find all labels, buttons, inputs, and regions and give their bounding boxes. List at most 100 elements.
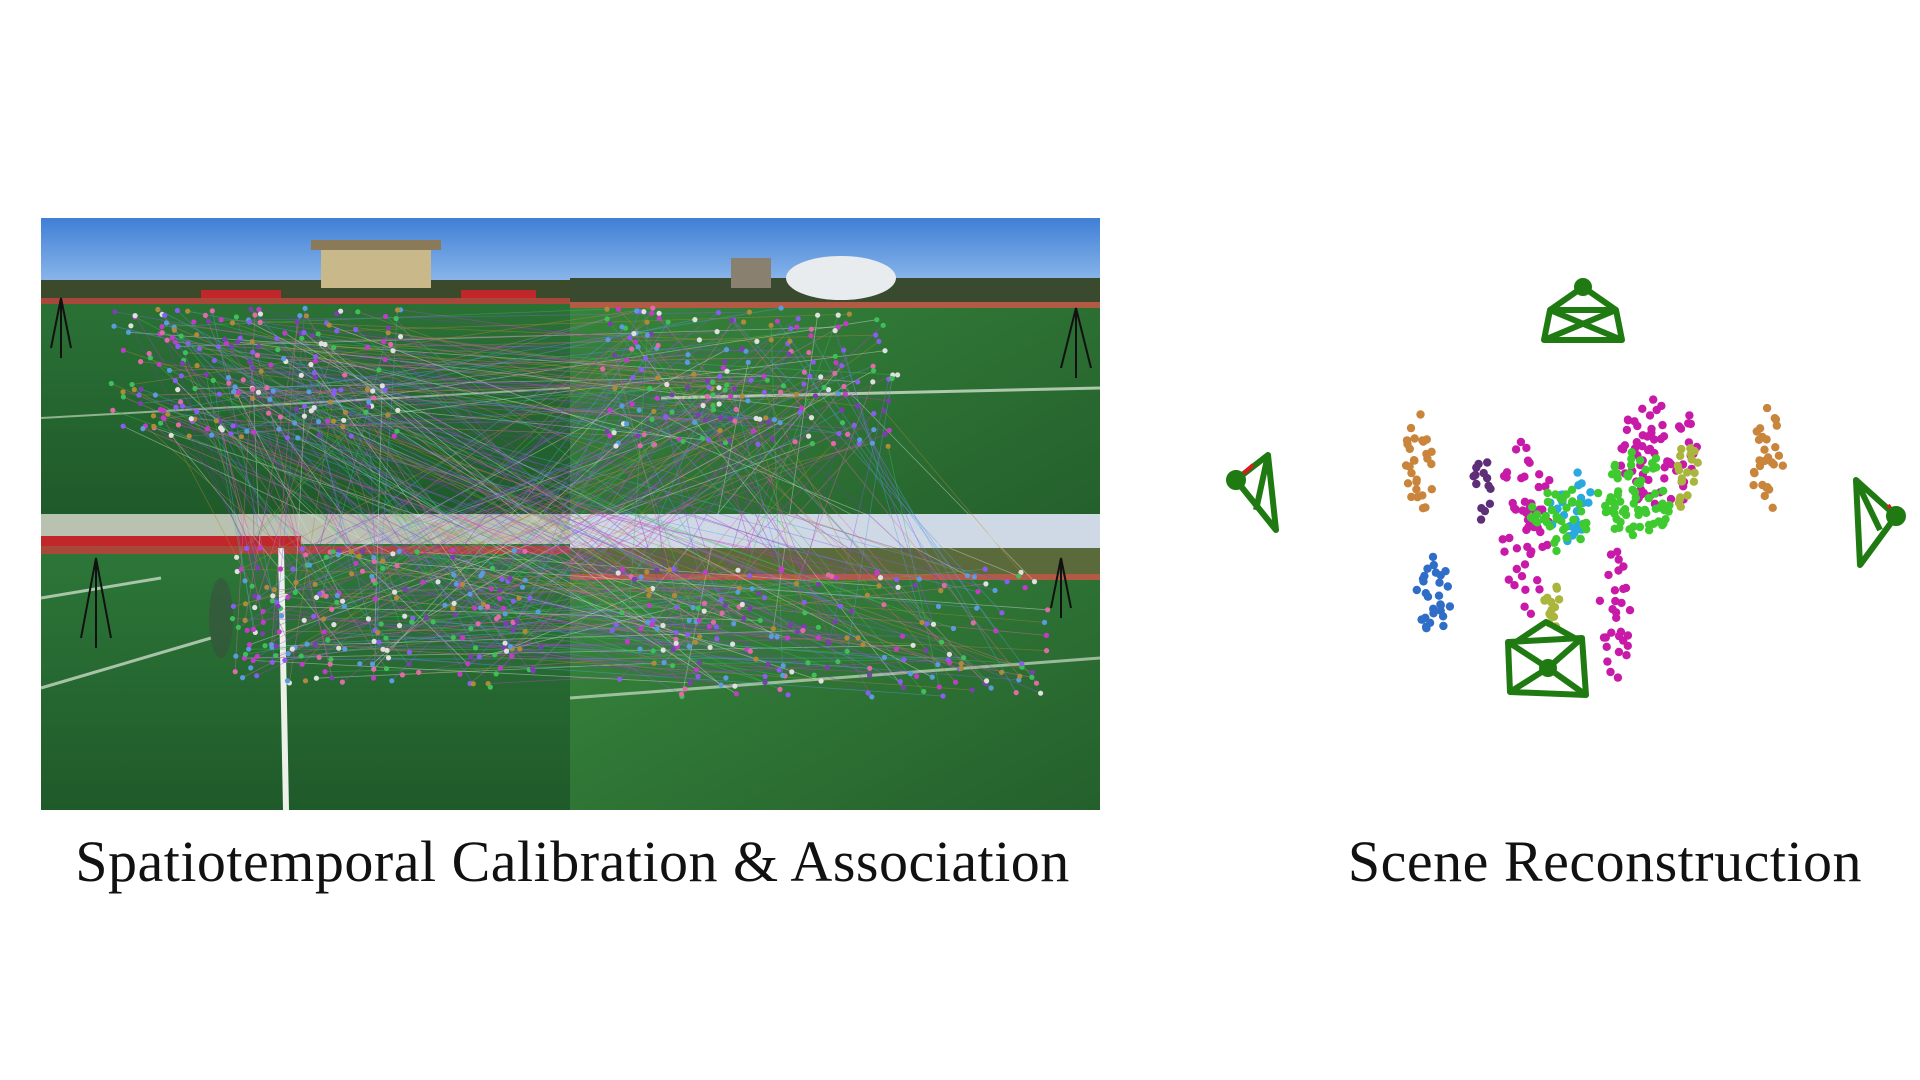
keypoint — [851, 422, 857, 428]
match-line — [280, 416, 1033, 673]
match-line — [236, 401, 370, 558]
keypoint — [731, 621, 737, 627]
keypoint — [500, 605, 506, 611]
keypoint — [755, 441, 761, 447]
keypoint — [158, 420, 164, 426]
keypoint — [684, 359, 691, 365]
reconstructed-point — [1427, 447, 1436, 456]
match-line — [323, 604, 743, 620]
keypoint — [714, 329, 720, 335]
reconstructed-point — [1483, 458, 1492, 467]
keypoint — [430, 619, 436, 625]
match-line — [324, 631, 870, 669]
match-line — [755, 418, 806, 613]
keypoint — [255, 389, 262, 395]
keypoint — [761, 389, 768, 395]
keypoint — [982, 566, 988, 572]
match-line — [394, 435, 654, 652]
match-line — [337, 321, 648, 556]
keypoint — [839, 363, 845, 369]
keypoint — [946, 651, 953, 657]
keypoint — [472, 645, 479, 651]
keypoint — [363, 409, 369, 415]
keypoint — [894, 577, 900, 583]
keypoint — [685, 352, 691, 358]
match-line — [609, 323, 925, 692]
keypoint — [179, 360, 185, 366]
keypoint — [274, 335, 280, 341]
keypoint — [442, 602, 448, 608]
match-line — [189, 393, 797, 437]
keypoint — [156, 361, 162, 367]
match-line — [257, 355, 333, 678]
match-line — [392, 350, 632, 577]
camera-bottom-icon — [1505, 619, 1589, 698]
keypoint — [111, 323, 117, 329]
keypoint — [336, 548, 342, 554]
keypoint — [637, 646, 643, 652]
keypoint — [166, 367, 173, 373]
keypoint — [234, 554, 240, 560]
keypoint — [151, 423, 157, 429]
match-line — [382, 312, 719, 562]
reconstructed-point — [1441, 567, 1450, 576]
keypoint — [649, 622, 655, 628]
match-line — [252, 387, 706, 421]
keypoint — [503, 621, 509, 627]
match-line — [163, 307, 782, 411]
match-line — [663, 429, 875, 663]
keypoint — [855, 403, 861, 409]
keypoint — [476, 654, 482, 660]
reconstructed-point — [1760, 456, 1770, 466]
match-line — [375, 598, 649, 623]
keypoint — [271, 587, 278, 593]
keypoint — [357, 661, 363, 667]
reconstructed-point — [1607, 470, 1617, 479]
keypoint — [294, 319, 300, 325]
reconstructed-point — [1768, 503, 1777, 512]
keypoint — [254, 673, 260, 679]
keypoint — [396, 622, 403, 629]
match-line — [233, 442, 873, 607]
keypoint — [1043, 632, 1050, 638]
keypoint — [661, 659, 667, 666]
keypoint — [729, 317, 735, 323]
keypoint — [771, 417, 778, 423]
keypoint — [414, 549, 420, 555]
match-line — [257, 395, 731, 657]
keypoint — [815, 312, 821, 318]
keypoint — [323, 554, 330, 560]
match-line — [275, 443, 860, 656]
keypoint — [394, 562, 400, 569]
keypoint — [240, 675, 246, 681]
reconstructed-point — [1774, 451, 1784, 460]
keypoint — [383, 666, 390, 672]
keypoint — [232, 384, 238, 390]
keypoint — [739, 393, 745, 399]
keypoint — [717, 427, 723, 433]
reconstructed-point — [1545, 476, 1554, 485]
reconstructed-point — [1536, 527, 1545, 537]
keypoint — [282, 330, 288, 336]
reconstructed-point — [1651, 489, 1660, 498]
match-line — [250, 435, 809, 669]
keypoint — [646, 602, 653, 608]
keypoint — [244, 428, 250, 434]
keypoint — [435, 579, 441, 585]
keypoint — [503, 648, 510, 654]
keypoint — [465, 661, 471, 667]
keypoint — [701, 608, 707, 614]
match-line — [633, 333, 837, 579]
match-line — [651, 419, 864, 645]
match-line — [611, 388, 713, 631]
match-line — [159, 364, 654, 621]
keypoint — [784, 635, 791, 641]
keypoint — [629, 346, 635, 352]
keypoint — [830, 440, 837, 447]
match-line — [375, 582, 769, 665]
keypoint — [470, 681, 476, 687]
reconstructed-point — [1551, 490, 1560, 499]
keypoint — [484, 604, 491, 610]
keypoint — [635, 344, 641, 350]
match-line — [279, 628, 642, 633]
